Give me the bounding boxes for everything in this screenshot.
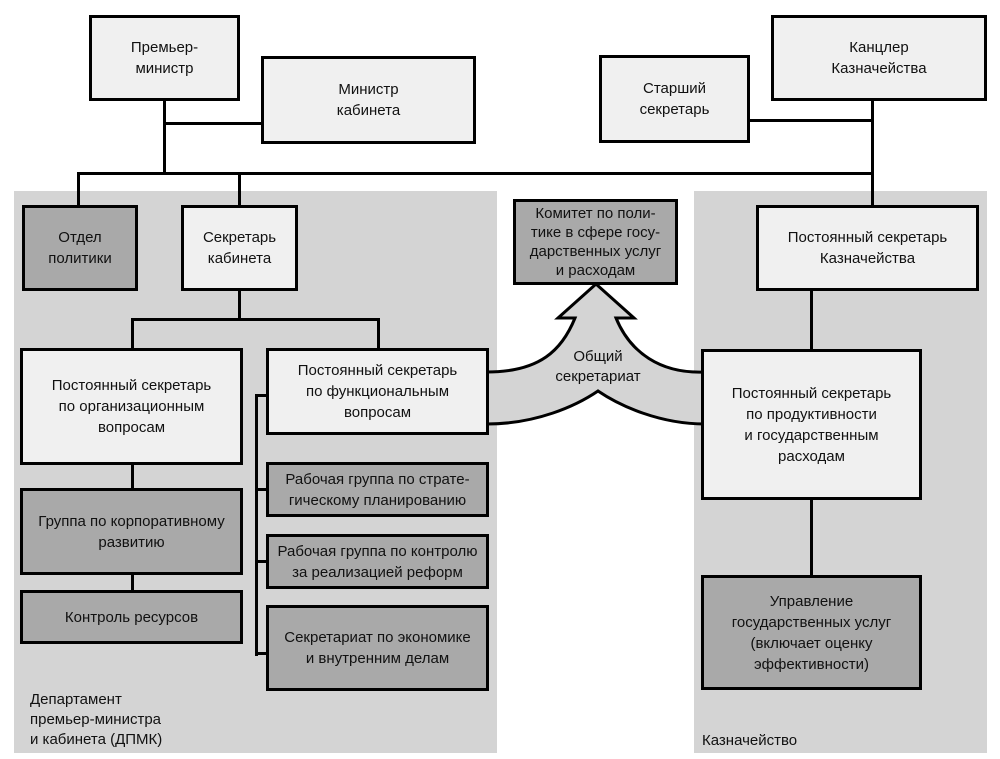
resource-control-box: Контроль ресурсов — [20, 590, 243, 644]
strategic-planning-wg-box: Рабочая группа по страте- гическому план… — [266, 462, 489, 517]
connector — [132, 318, 380, 321]
connector — [166, 122, 263, 125]
connector — [131, 574, 134, 592]
org-perm-sec-box: Постоянный секретарь по организационным … — [20, 348, 243, 465]
connector — [255, 394, 269, 397]
connector — [258, 652, 269, 655]
connector — [871, 175, 874, 207]
region-treasury-label: Казначейство — [702, 732, 798, 749]
economy-secretariat-box: Секретариат по экономике и внутренним де… — [266, 605, 489, 691]
chancellor-box: Канцлер Казначейства — [771, 15, 987, 101]
connector — [258, 488, 269, 491]
connector — [238, 290, 241, 320]
reform-control-wg-box: Рабочая группа по контролю за реализацие… — [266, 534, 489, 589]
connector — [810, 499, 813, 577]
connector — [163, 98, 166, 173]
connector — [810, 290, 813, 352]
cabinet-secretary-box: Секретарь кабинета — [181, 205, 298, 291]
treasury-perm-sec-box: Постоянный секретарь Казначейства — [756, 205, 979, 291]
connector — [77, 172, 80, 207]
connector — [131, 464, 134, 490]
connector — [78, 172, 874, 175]
productivity-perm-sec-box: Постоянный секретарь по продуктивности и… — [701, 349, 922, 500]
connector — [258, 560, 269, 563]
connector — [131, 318, 134, 350]
region-dpmk-label: Департамент премьер-министра и кабинета … — [30, 691, 163, 748]
senior-secretary-box: Старший секретарь — [599, 55, 750, 143]
connector — [748, 119, 871, 122]
connector — [377, 318, 380, 350]
cabinet-minister-box: Министр кабинета — [261, 56, 476, 144]
corporate-dev-group-box: Группа по корпоративному развитию — [20, 488, 243, 575]
shared-secretariat-label: Общий секретариат — [555, 348, 641, 385]
func-perm-sec-box: Постоянный секретарь по функциональным в… — [266, 348, 489, 435]
connector — [871, 98, 874, 175]
public-services-mgmt-box: Управление государственных услуг (включа… — [701, 575, 922, 690]
connector — [238, 172, 241, 207]
prime-minister-box: Премьер- министр — [89, 15, 240, 101]
connector — [255, 394, 258, 656]
committee-box: Комитет по поли- тике в сфере госу- дарс… — [513, 199, 678, 285]
policy-unit-box: Отдел политики — [22, 205, 138, 291]
